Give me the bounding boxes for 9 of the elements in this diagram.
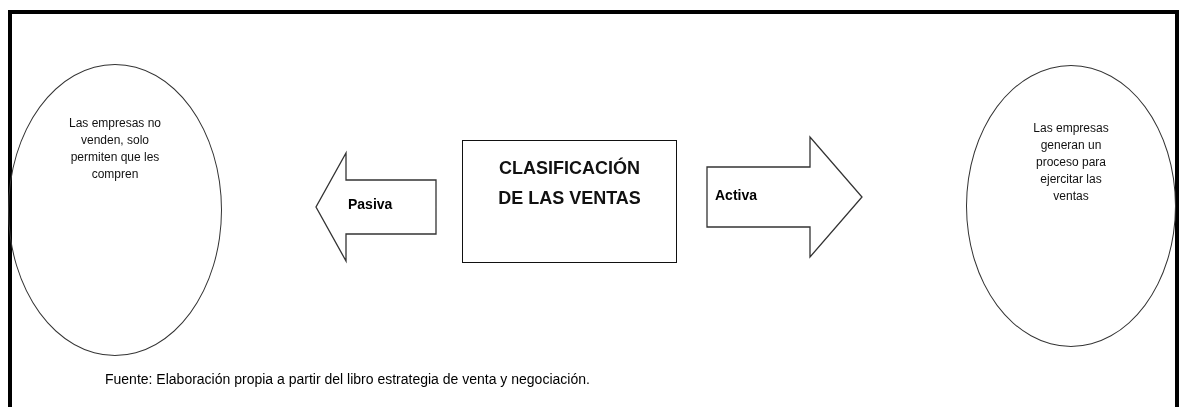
source-caption: Fuente: Elaboración propia a partir del libro estrategia de venta y negociación.: [105, 371, 590, 387]
block-arrow: [706, 135, 863, 259]
edge-label: Activa: [715, 187, 758, 203]
description-text: Las empresas generan un proceso para ejercitar las ventas: [1032, 120, 1110, 205]
title-text: CLASIFICACIÓN DE LAS VENTAS: [497, 156, 642, 210]
title-box: [462, 140, 677, 263]
block-arrow: [315, 150, 437, 264]
description-text: Las empresas no venden, solo permiten que les compren: [67, 115, 163, 183]
edge-label: Pasiva: [348, 196, 393, 212]
